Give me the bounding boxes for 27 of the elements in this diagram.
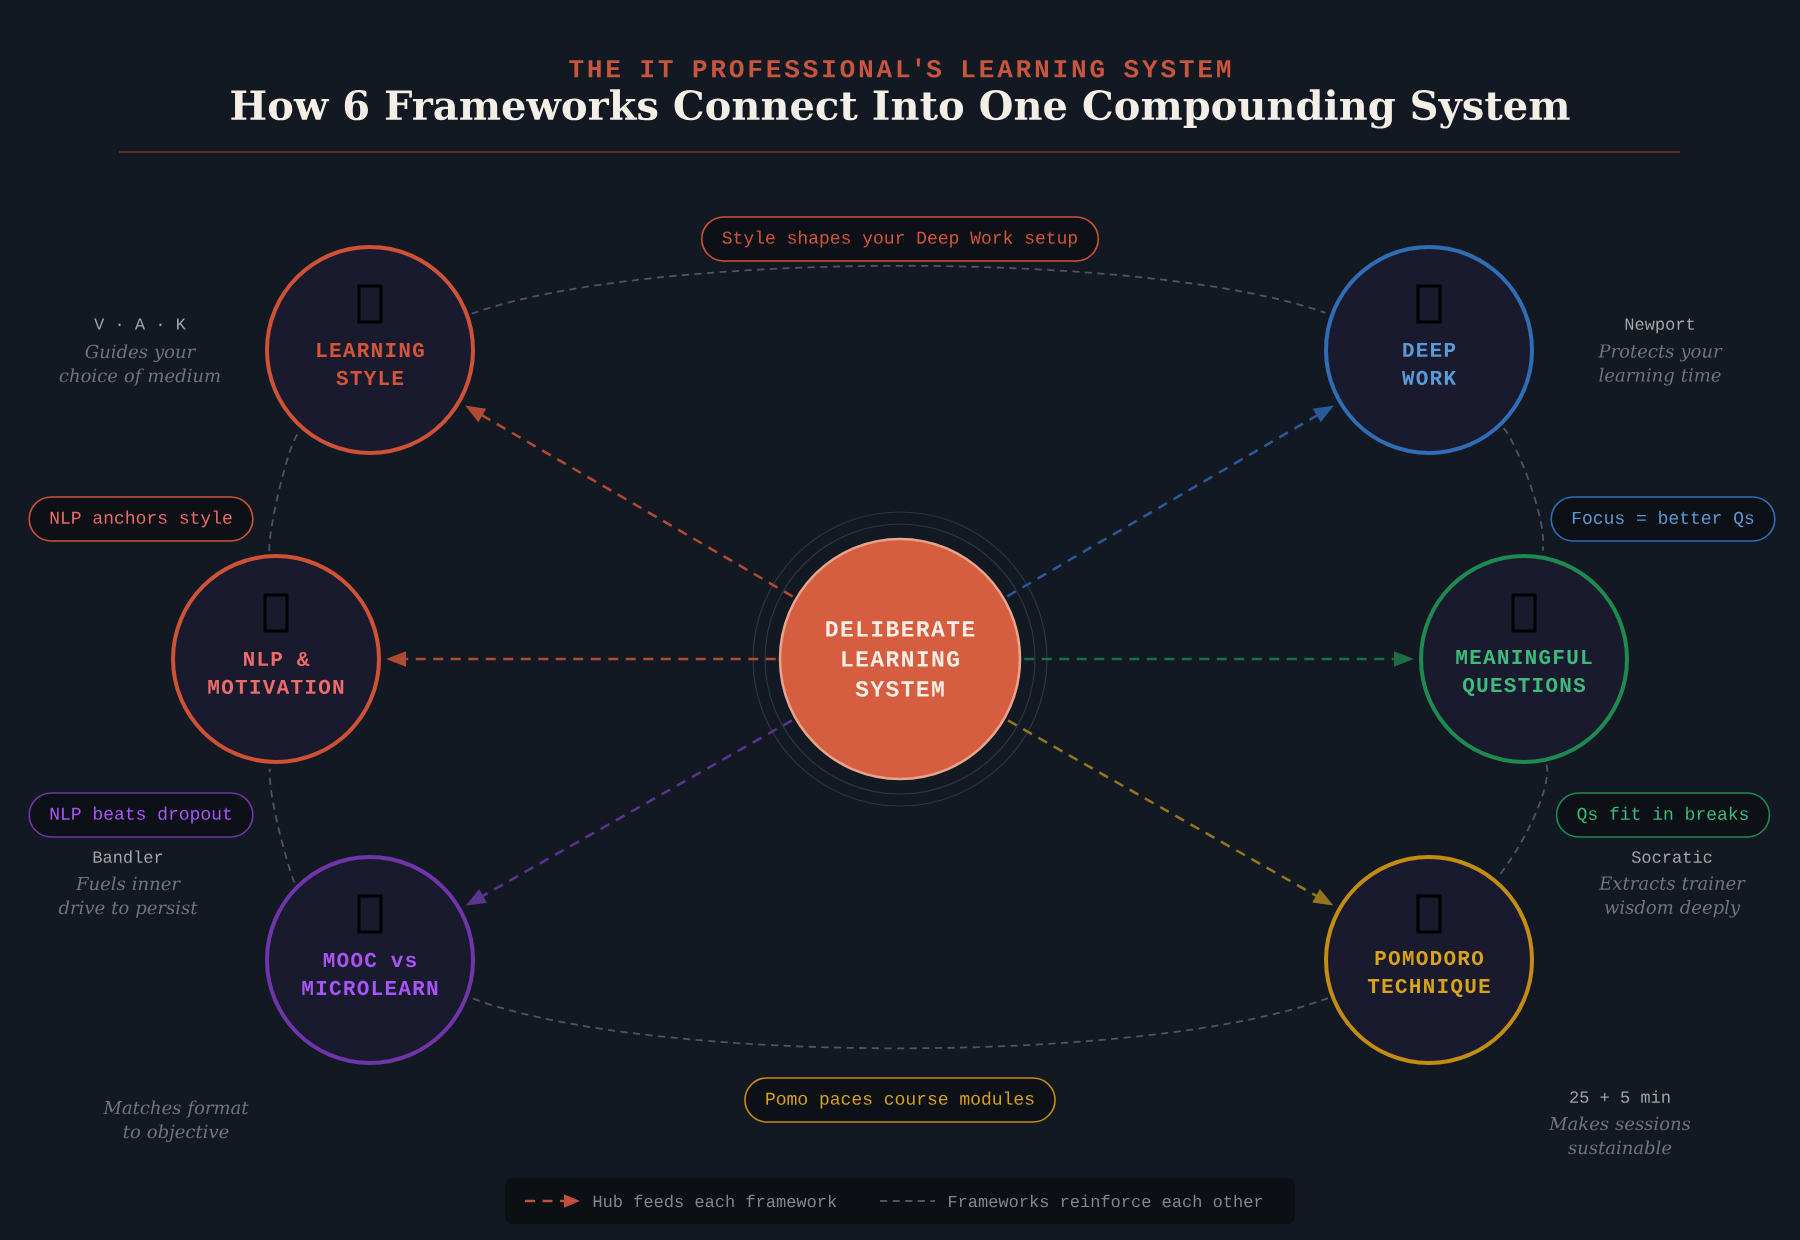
- edge-label: Pomo paces course modules: [744, 1077, 1056, 1123]
- side-label: V · A · K: [94, 318, 186, 330]
- side-label: Newport: [1625, 318, 1694, 334]
- side-label: 25 + 5 min: [1570, 1090, 1670, 1103]
- connector-line: [472, 997, 1329, 1050]
- legend-text: Hub feeds each framework: [593, 1194, 837, 1208]
- side-note: Fuels inner drive to persist: [58, 876, 198, 918]
- side-note: Protects your learning time: [1598, 344, 1723, 386]
- connector-line: [1502, 427, 1545, 552]
- kicker-text: THE IT PROFESSIONAL'S LEARNING SYSTEM: [569, 58, 1231, 78]
- side-label: Bandler: [93, 850, 163, 863]
- connector-line: [1498, 763, 1549, 877]
- edge-label: NLP beats dropout: [28, 792, 254, 838]
- connector-line: [470, 264, 1327, 315]
- side-note: Guides your choice of medium: [59, 344, 220, 386]
- title: How 6 Frameworks Connect Into One Compounding System: [231, 89, 1570, 129]
- connector-line: [268, 432, 300, 553]
- edge-label: Style shapes your Deep Work setup: [701, 216, 1100, 262]
- connector-line: [268, 767, 296, 884]
- edge-label: Focus = better Qs: [1550, 496, 1776, 542]
- edge-label: NLP anchors style: [28, 496, 254, 542]
- side-label: Socratic: [1631, 850, 1712, 863]
- legend-text: Frameworks reinforce each other: [949, 1194, 1263, 1208]
- side-note: Makes sessions sustainable: [1548, 1116, 1691, 1155]
- side-note: Matches format to objective: [103, 1100, 249, 1143]
- edge-label: Qs fit in breaks: [1555, 792, 1771, 838]
- side-note: Extracts trainer wisdom deeply: [1598, 876, 1746, 918]
